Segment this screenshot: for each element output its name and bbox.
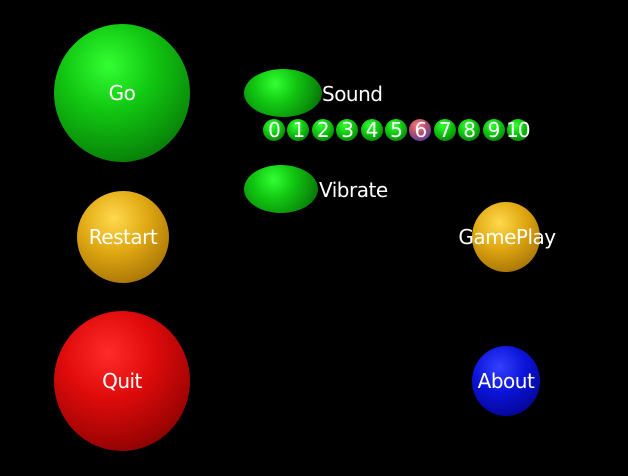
gameplay-button[interactable]: GamePlay	[458, 202, 556, 272]
sound-label: Sound	[322, 82, 383, 106]
sound-level-selector: 0 1 2 3 4 5 6 7 8 9 10	[263, 118, 531, 142]
sound-level-6[interactable]: 6	[409, 118, 432, 142]
sound-level-4[interactable]: 4	[360, 118, 383, 142]
quit-button[interactable]: Quit	[54, 311, 190, 451]
sound-level-3[interactable]: 3	[336, 118, 359, 142]
sound-level-0[interactable]: 0	[263, 118, 285, 142]
gameplay-label: GamePlay	[458, 225, 556, 249]
about-button[interactable]: About	[472, 346, 540, 416]
vibrate-toggle[interactable]	[244, 165, 318, 213]
sound-level-7[interactable]: 7	[433, 118, 456, 142]
about-label: About	[477, 369, 535, 393]
quit-label: Quit	[102, 369, 142, 393]
sound-toggle[interactable]	[244, 69, 322, 117]
sound-level-10[interactable]: 10	[506, 118, 530, 142]
sound-level-2[interactable]: 2	[311, 118, 334, 142]
sound-level-1[interactable]: 1	[287, 118, 310, 142]
go-label: Go	[108, 81, 136, 105]
sound-level-5[interactable]: 5	[384, 118, 407, 142]
restart-button[interactable]: Restart	[77, 191, 169, 283]
restart-label: Restart	[88, 225, 158, 249]
vibrate-label: Vibrate	[319, 178, 388, 202]
go-button[interactable]: Go	[54, 24, 190, 162]
sound-level-9[interactable]: 9	[482, 118, 505, 142]
sound-level-8[interactable]: 8	[458, 118, 481, 142]
